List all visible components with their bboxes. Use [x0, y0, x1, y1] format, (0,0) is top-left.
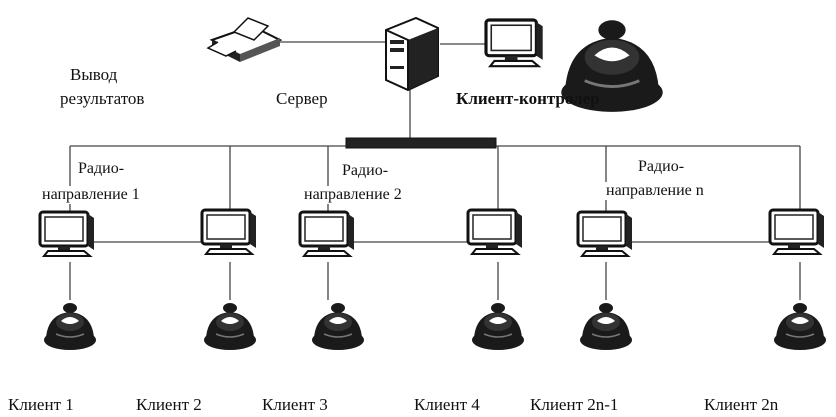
client-label: Клиент 3	[262, 396, 328, 415]
radio-direction-n-label-line2: направление n	[604, 182, 706, 200]
client-monitor-icon	[40, 212, 94, 256]
client-label: Клиент 2n-1	[530, 396, 618, 415]
client-label: Клиент 4	[414, 396, 480, 415]
client-label: Клиент 2n	[704, 396, 778, 415]
controller-monitor-icon	[486, 20, 543, 66]
radio-direction-1-label-line2: направление 1	[40, 186, 142, 204]
client-radio-station-icon	[44, 303, 96, 350]
radio-direction-n-label-line1: Радио-	[636, 158, 686, 176]
client-radio-station-icon	[580, 303, 632, 350]
network-lines	[70, 42, 800, 300]
client-monitor-icon	[468, 210, 522, 254]
server-icon	[386, 18, 438, 90]
client-radio-station-icon	[774, 303, 826, 350]
client-label: Клиент 1	[8, 396, 74, 415]
network-switch	[346, 138, 496, 148]
radio-direction-2-label-line2: направление 2	[302, 186, 404, 204]
client-radio-station-icon	[472, 303, 524, 350]
client-radio-station-icon	[312, 303, 364, 350]
client-radio-station-icon	[204, 303, 256, 350]
client-monitor-icon	[300, 212, 354, 256]
radio-direction-2-label-line1: Радио-	[340, 162, 390, 180]
client-label: Клиент 2	[136, 396, 202, 415]
client-controller-label: Клиент-контролер	[456, 90, 600, 109]
client-monitor-icon	[770, 210, 824, 254]
client-monitor-icon	[578, 212, 632, 256]
server-label: Сервер	[276, 90, 328, 109]
output-label-line1: Вывод	[70, 66, 117, 85]
client-monitor-icon	[202, 210, 256, 254]
printer-icon	[208, 18, 280, 62]
radio-direction-1-label-line1: Радио-	[76, 160, 126, 178]
output-label-line2: результатов	[60, 90, 144, 109]
